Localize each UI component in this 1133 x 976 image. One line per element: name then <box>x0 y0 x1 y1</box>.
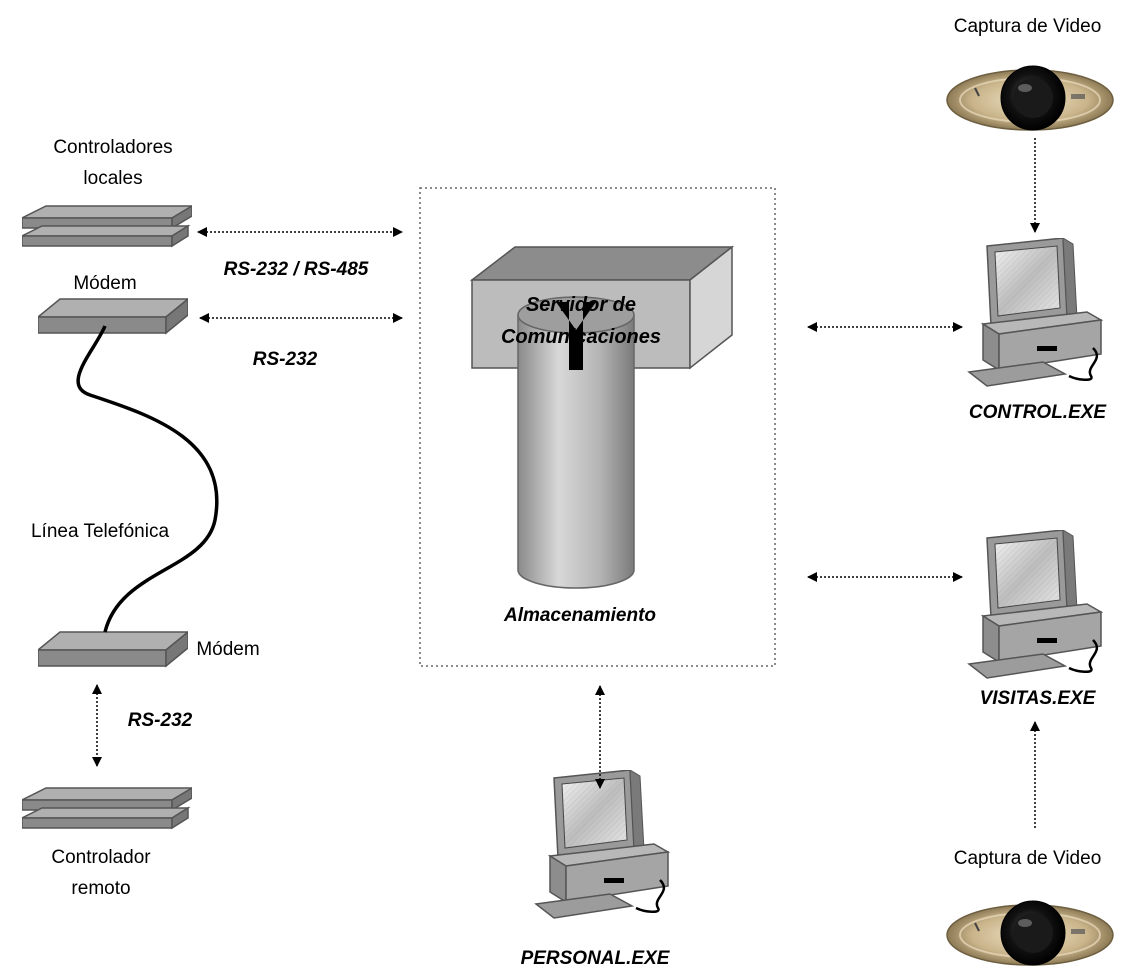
local-controllers-label-line2: locales <box>83 168 143 189</box>
modem-bottom-icon <box>38 631 188 667</box>
remote-controller-label-line1: Controlador <box>51 847 151 868</box>
video-camera-top-icon <box>946 65 1114 131</box>
rs232-remote-label: RS-232 <box>127 710 193 731</box>
storage-label: Almacenamiento <box>503 605 657 626</box>
server-label-line1: Servidor de <box>525 294 637 316</box>
personal-workstation-icon <box>534 770 670 920</box>
video-capture-bottom-label: Captura de Video <box>953 848 1102 869</box>
video-camera-bottom-icon <box>946 900 1114 966</box>
rs232-modem-label: RS-232 <box>252 349 318 370</box>
video-capture-top-label: Captura de Video <box>953 16 1102 37</box>
control-workstation-icon <box>967 238 1103 388</box>
visitas-workstation-icon <box>967 530 1103 680</box>
remote-controller-label-line2: remoto <box>71 878 131 899</box>
phone-line-cable <box>76 325 219 633</box>
server-label-line2: Comunicaciones <box>500 326 662 348</box>
modem-top-icon <box>38 298 188 334</box>
rs232-485-label: RS-232 / RS-485 <box>223 259 369 280</box>
server-to-storage-arrow <box>556 302 596 370</box>
local-controllers-label-line1: Controladores <box>53 137 173 158</box>
visitas-exe-label: VISITAS.EXE <box>979 688 1096 709</box>
central-server-box <box>419 187 776 667</box>
modem-top-label: Módem <box>73 273 137 294</box>
remote-controller-icon <box>22 787 192 829</box>
personal-exe-label: PERSONAL.EXE <box>520 948 670 969</box>
local-controller-icon <box>22 205 192 247</box>
cylinder-database-icon <box>517 296 635 589</box>
modem-bottom-label: Módem <box>196 639 260 660</box>
phone-line-label: Línea Telefónica <box>30 521 170 542</box>
control-exe-label: CONTROL.EXE <box>968 402 1107 423</box>
